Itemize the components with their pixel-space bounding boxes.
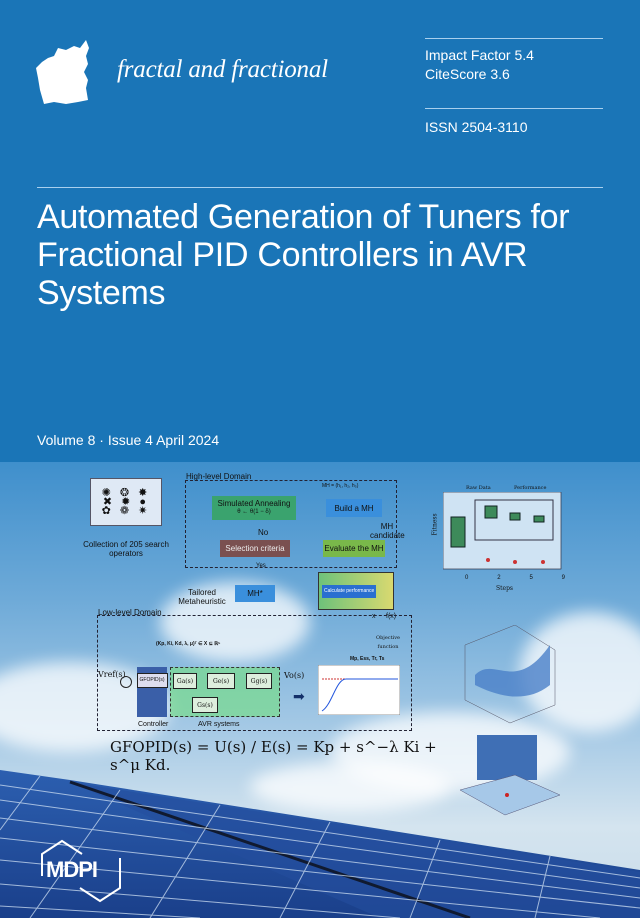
vref-label: Vref(s) <box>98 670 126 679</box>
impact-factor: Impact Factor 5.4 <box>425 47 534 63</box>
x-label: x <box>372 613 376 620</box>
journal-name: fractal and fractional <box>117 56 328 83</box>
x-tick: 0 <box>465 575 469 581</box>
point-step-5 <box>513 560 517 564</box>
box-step-0 <box>450 516 466 548</box>
high-level-label: High-level Domain <box>186 472 252 481</box>
legend-raw-data: Raw Data <box>466 485 491 491</box>
calc-performance-label: Calculate performance <box>322 584 377 598</box>
x-tick: 2 <box>497 575 501 581</box>
citescore: CiteScore 3.6 <box>425 66 510 82</box>
x-tick: 9 <box>561 575 565 581</box>
evaluation-detail: Calculate performance <box>318 572 394 610</box>
box-inset-2 <box>509 512 521 521</box>
divider <box>425 108 603 109</box>
build-mh-box: Build a MH <box>326 499 382 517</box>
collection-label: Collection of 205 search operators <box>83 540 169 558</box>
mh-definition: MH = (h₁, h₂, h₃) <box>322 483 359 489</box>
mh-candidate-label: MH candidate <box>370 522 405 540</box>
fx-label: f(x) <box>386 613 397 620</box>
cover-header <box>0 0 640 462</box>
mdpi-logo-icon <box>41 839 121 903</box>
gg-block: Gg(s) <box>246 673 272 689</box>
gfopid-block: GFOPID(s) <box>136 673 168 688</box>
summing-junction-icon <box>120 676 132 688</box>
ge-block: Ge(s) <box>207 673 235 689</box>
tailored-label: Tailored Metaheuristic <box>178 588 226 606</box>
x-ticks: 0 2 5 9 <box>465 574 565 583</box>
issue-info: Volume 8 · Issue 4 April 2024 <box>37 432 220 448</box>
controller-block: GFOPID(s) <box>136 667 168 717</box>
point-step-9 <box>541 560 545 564</box>
sa-label: Simulated Annealing <box>217 499 291 508</box>
divider <box>425 38 603 39</box>
legend-performance: Performance <box>514 485 547 491</box>
fopid-equation: GFOPID(s) = U(s) / E(s) = Kp + s^−λ Ki +… <box>110 738 437 774</box>
metrics-label: Mp, Ess, Tr, Ts <box>350 656 385 662</box>
params-label: (Kp, Ki, Kd, λ, μ)ᵀ ∈ X ⊆ ℝ⁵ <box>156 641 221 647</box>
ga-block: Ga(s) <box>173 673 197 689</box>
low-level-label: Low-level Domain <box>98 608 162 617</box>
x-tick: 5 <box>529 575 533 581</box>
controller-label: Controller <box>138 721 169 728</box>
gs-block: Gs(s) <box>192 697 218 713</box>
evaluate-mh-box: Evaluate the MH <box>323 540 385 557</box>
boxplot-chart <box>443 492 562 570</box>
step-response-plot <box>318 665 400 715</box>
selection-criteria-box: Selection criteria <box>220 540 290 557</box>
low-level-box <box>97 615 412 731</box>
objective-label: Objective function <box>375 635 400 650</box>
issn: ISSN 2504-3110 <box>425 119 528 135</box>
mh-star-box: MH* <box>235 585 275 602</box>
journal-logo-icon <box>36 40 89 104</box>
surface-plot-1 <box>464 625 556 724</box>
yes-label: Yes <box>256 563 266 569</box>
box-inset-1 <box>484 505 498 519</box>
divider <box>37 187 603 188</box>
publisher-logo: MDPI <box>46 857 98 882</box>
vo-label: Vo(s) <box>284 671 305 680</box>
point-step-2 <box>486 558 490 562</box>
arrow-right-icon: ➡ <box>293 688 305 704</box>
x-axis-label: Steps <box>496 585 513 592</box>
y-axis-label: Fitness <box>431 513 439 536</box>
operators-icon-grid: ✺ ❂ ✸✖ ✹ ●✿ ❁ ✷ <box>90 478 162 526</box>
high-level-box <box>185 480 397 568</box>
no-label: No <box>258 528 269 537</box>
avr-label: AVR systems <box>198 721 240 728</box>
box-inset-3 <box>533 515 545 523</box>
sa-eq: θ ← θ(1 − δ) <box>237 509 271 515</box>
surface-plot-2 <box>459 735 561 816</box>
article-title: Automated Generation of Tuners for Fract… <box>37 198 570 312</box>
